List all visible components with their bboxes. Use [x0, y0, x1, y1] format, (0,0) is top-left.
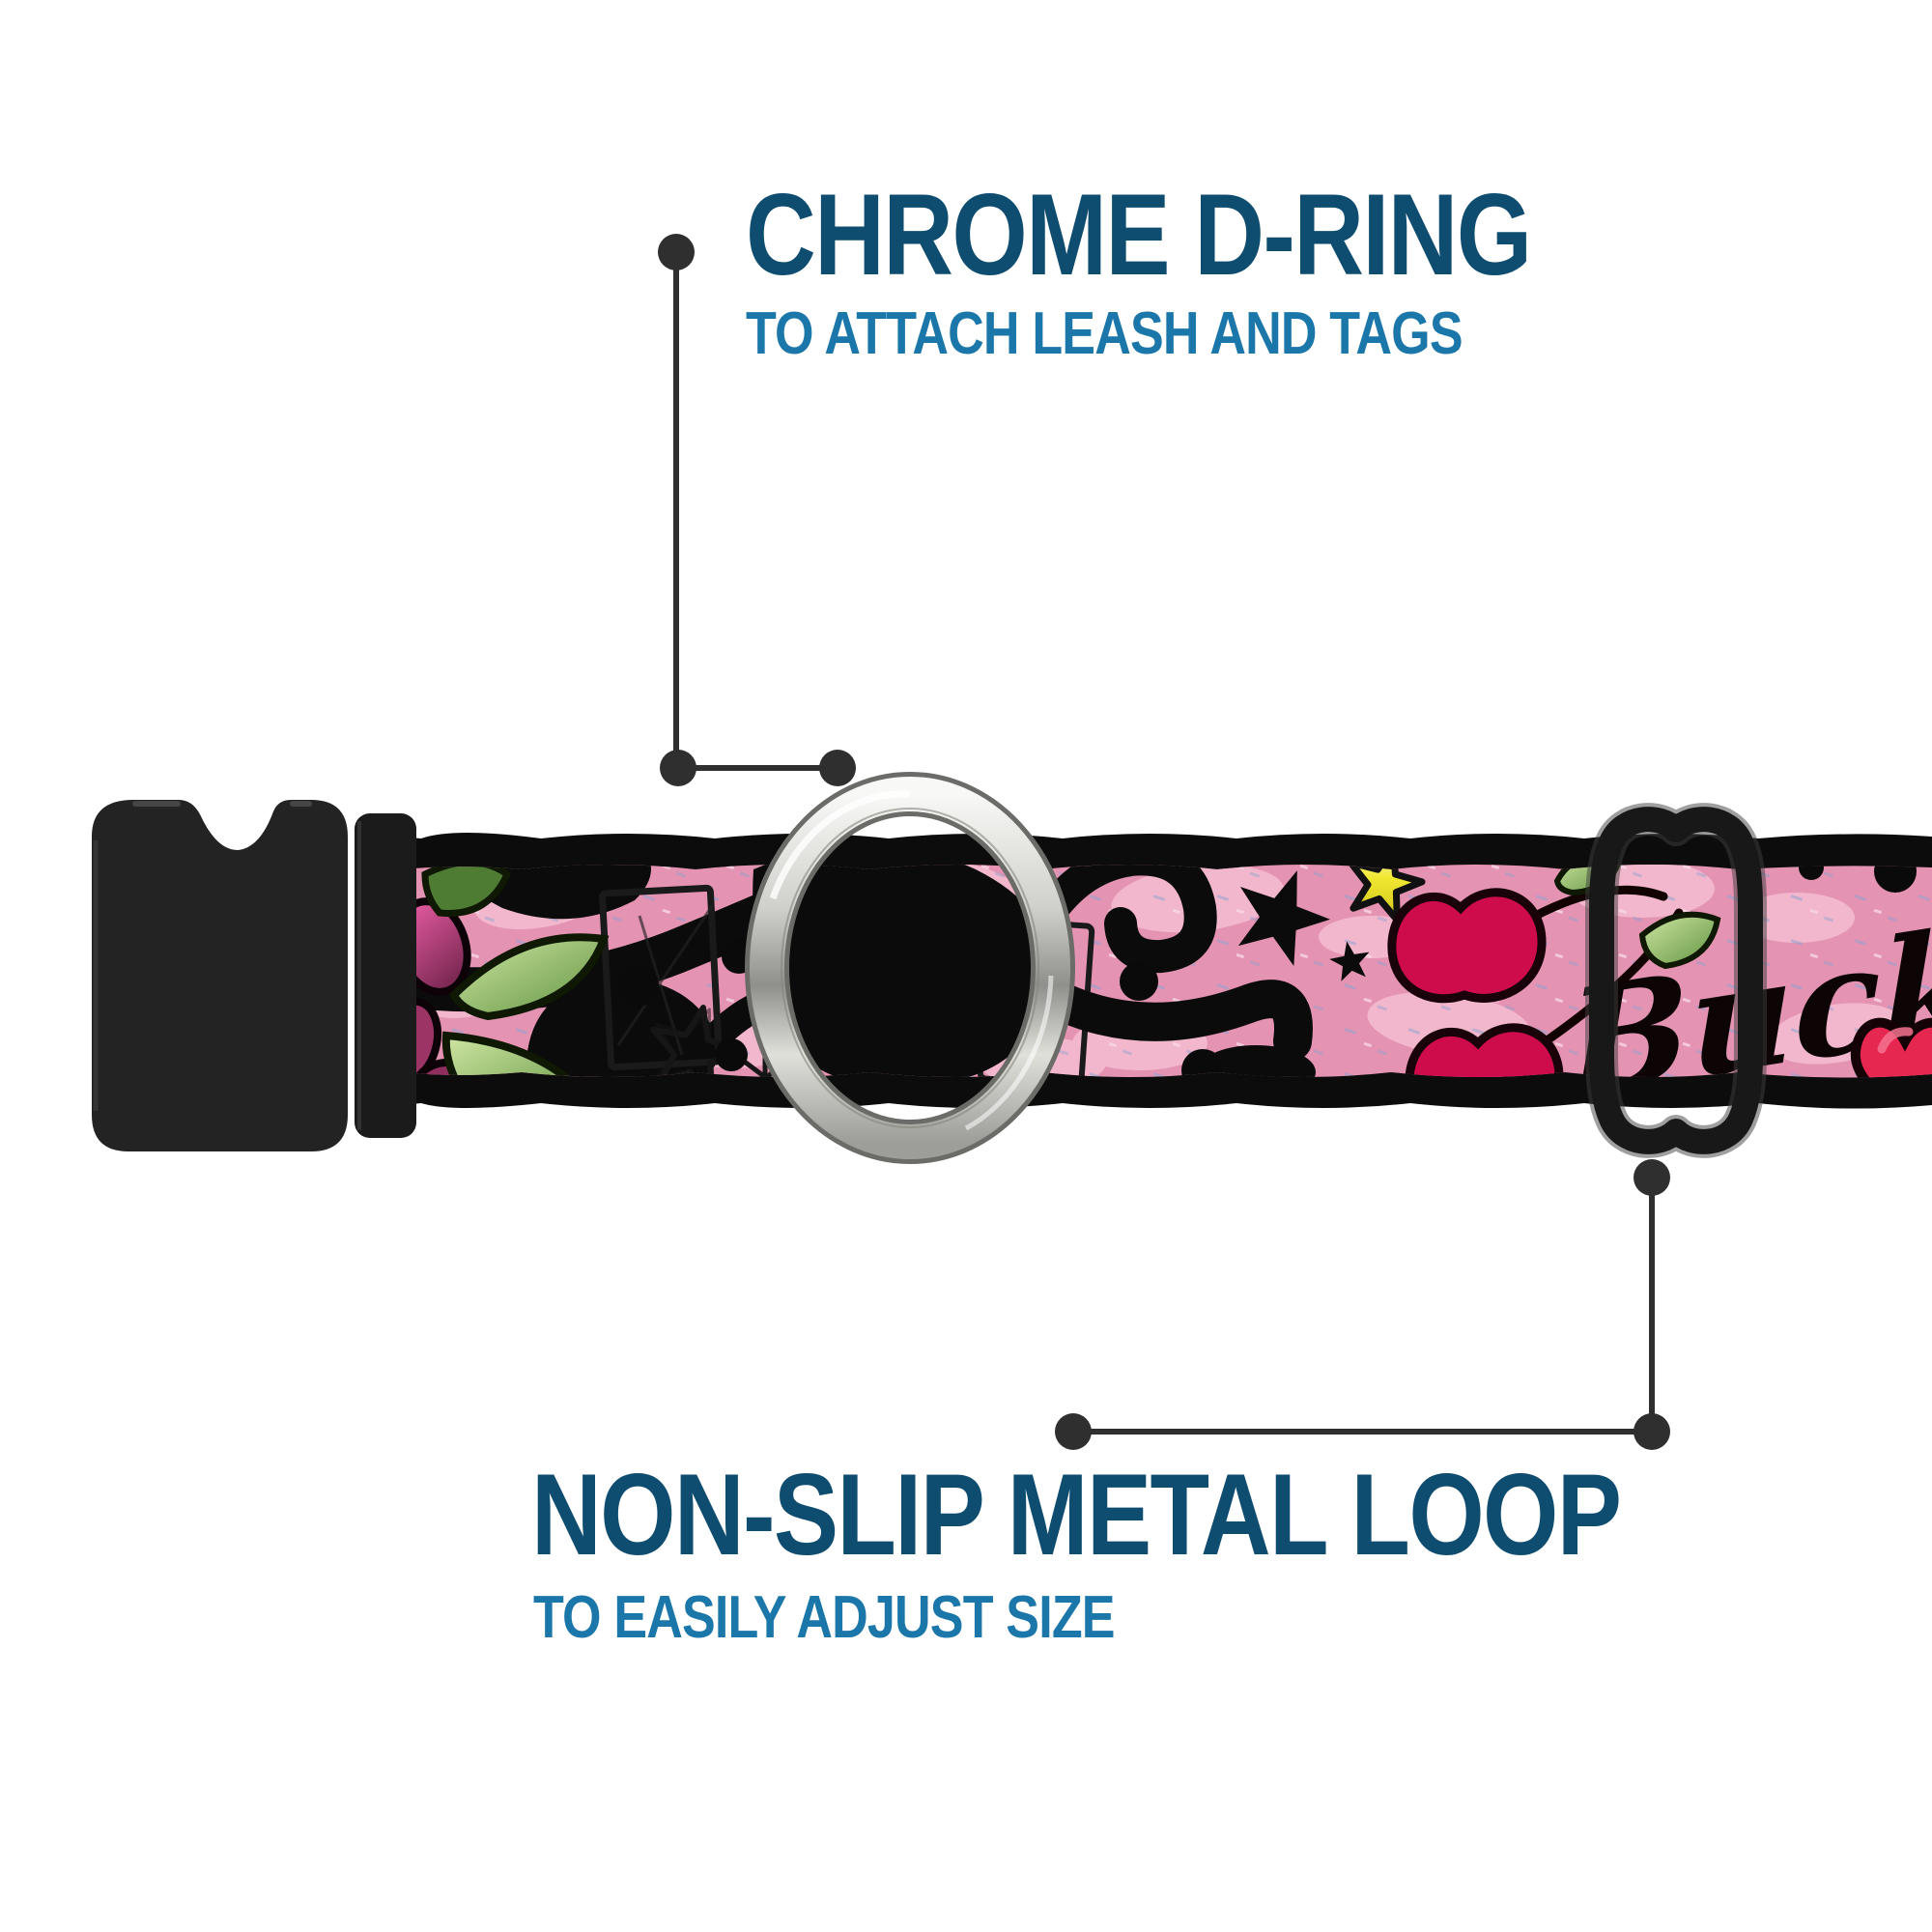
- callout-line-horizontal: [678, 765, 838, 771]
- feature-subtitle-d-ring: TO ATTACH LEASH AND TAGS: [746, 300, 1463, 367]
- callout-line-vertical: [1649, 1178, 1655, 1432]
- callout-line-vertical: [673, 252, 679, 768]
- callout-dot: [1055, 1413, 1092, 1450]
- collar-strap: Buckle-D: [361, 833, 1932, 1109]
- feature-subtitle-metal-loop: TO EASILY ADJUST SIZE: [533, 1584, 1116, 1651]
- chrome-d-ring: [745, 772, 1075, 1164]
- metal-slide-loop: [1585, 803, 1767, 1158]
- callout-line-horizontal: [1073, 1429, 1652, 1435]
- feature-title-metal-loop: NON-SLIP METAL LOOP: [531, 1450, 1622, 1579]
- feature-title-d-ring: CHROME D-RING: [746, 170, 1532, 299]
- plastic-buckle: [92, 800, 416, 1151]
- callout-dot: [819, 750, 856, 786]
